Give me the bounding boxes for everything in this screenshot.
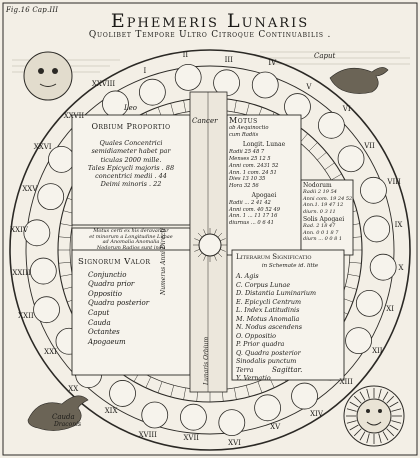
plate-title: Ephemeris Lunaris	[110, 10, 310, 32]
orbium-panel	[71, 114, 191, 226]
sun-icon	[343, 385, 405, 447]
moon-icon	[23, 51, 73, 101]
epicycle-circle	[174, 63, 202, 91]
epicycle-circle	[102, 90, 129, 118]
figure-reference: Fig.16 Cap.III	[6, 6, 59, 14]
epicycle-circle	[291, 382, 318, 410]
epicycle-circle	[345, 327, 372, 354]
dragon-head-icon	[329, 67, 389, 94]
epicycle-circle	[369, 253, 397, 281]
epicycle-circle	[218, 409, 246, 437]
nodorum-panel	[300, 179, 354, 256]
epicycle-circle	[33, 296, 60, 324]
epicycle-circle	[37, 183, 65, 211]
outer-ring	[9, 49, 411, 451]
epicycle-circle	[141, 401, 169, 429]
motus-panel	[226, 114, 302, 256]
epicycle-circle	[317, 111, 345, 139]
epicycle-circle	[48, 146, 75, 173]
epicycle-circle	[254, 394, 282, 422]
epicycle-circle	[355, 289, 383, 317]
epicycle-circle	[363, 215, 391, 243]
epicycle-circle	[251, 71, 279, 99]
literarum-panel	[231, 249, 345, 381]
epicycle-circle	[180, 403, 207, 431]
earth-hub	[198, 233, 222, 257]
epicycle-circle	[23, 219, 51, 247]
plate-subtitle: Quolibet Tempore Ultro Citroque Continua…	[88, 30, 332, 40]
signorum-panel	[71, 249, 191, 376]
epicycle-circle	[29, 257, 57, 285]
epicycle-circle	[138, 78, 166, 106]
epicycle-circle	[109, 380, 136, 407]
epicycle-circle	[337, 145, 365, 173]
dragon-tail-icon	[27, 395, 89, 431]
epicycle-circle	[360, 176, 387, 204]
second-ring	[25, 65, 395, 435]
